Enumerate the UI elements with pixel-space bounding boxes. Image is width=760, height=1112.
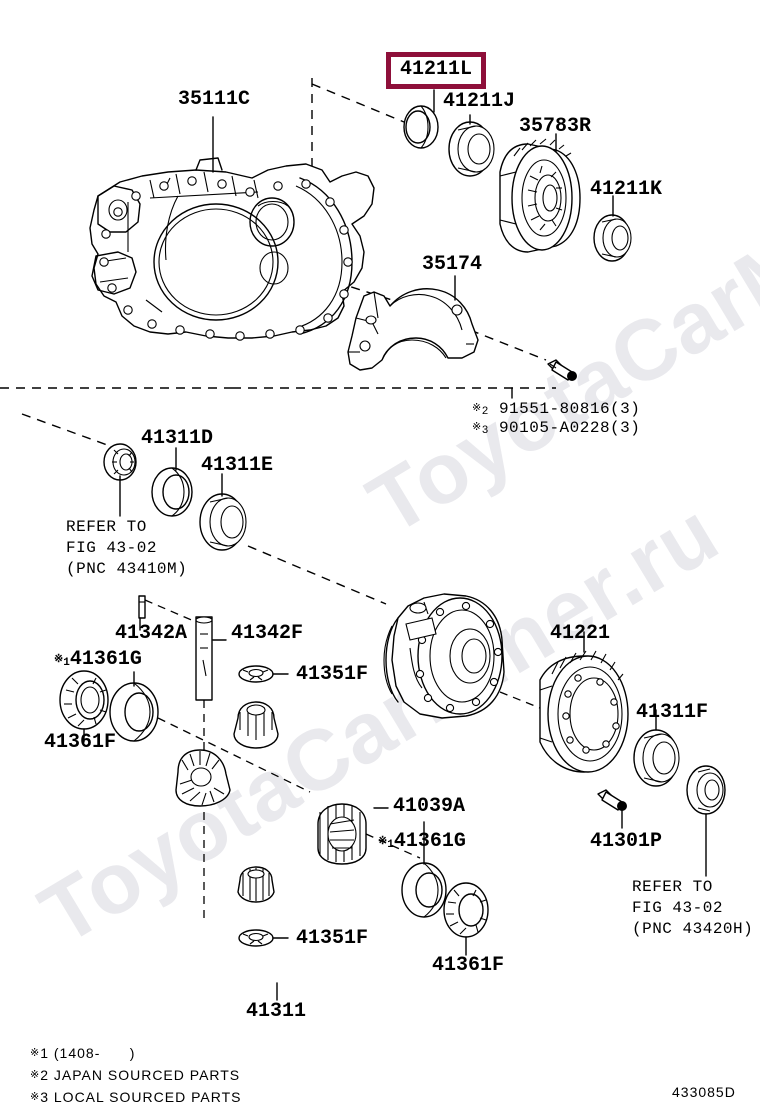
washer-41361F-left-art	[59, 670, 109, 730]
part-label-41351F-lower: 41351F	[296, 927, 369, 950]
washer-41361F-right-art	[443, 882, 489, 938]
part-label-41221: 41221	[550, 622, 611, 645]
part-label-41311F: 41311F	[636, 701, 709, 724]
part-label-41211J: 41211J	[443, 90, 516, 113]
diagram-code: 433085D	[672, 1084, 736, 1100]
bearing-41311E-art	[199, 493, 247, 551]
seal-refer-right-art	[686, 765, 726, 815]
gear-35783R-art	[499, 138, 581, 253]
bolt-note-3: ※3 90105-A0228(3)	[472, 419, 641, 437]
shaft-41342F-art	[195, 616, 213, 701]
part-label-41351F-upper: 41351F	[296, 663, 369, 686]
footnote-3: ※3 LOCAL SOURCED PARTS	[30, 1089, 242, 1105]
mark-1: 1	[63, 657, 70, 669]
bolt-note-2: ※2 91551-80816(3)	[472, 400, 641, 418]
part-label-41342A: 41342A	[115, 622, 188, 645]
mark-2: 2	[481, 406, 489, 418]
part-label-41039A: 41039A	[393, 795, 466, 818]
washer-41351F-upper-art	[238, 665, 274, 683]
part-label-35111C: 35111C	[178, 88, 251, 111]
washer-41361G-left-art	[109, 682, 159, 742]
gear-41039A-art	[317, 803, 367, 865]
housing-35111C-art	[89, 157, 375, 341]
bearing-41211J-art	[448, 121, 495, 177]
mark-1: 1	[387, 839, 394, 851]
washer-41361G-right-art	[401, 862, 447, 918]
seal-41211L-art	[403, 105, 439, 149]
part-label-35783R: 35783R	[519, 115, 592, 138]
part-label-41361G-right: ※141361G	[378, 830, 466, 853]
footnote-2: ※2 JAPAN SOURCED PARTS	[30, 1067, 241, 1083]
part-label-35174: 35174	[422, 253, 483, 276]
diff-case-art	[383, 593, 505, 719]
part-label-41361G-left: ※141361G	[54, 648, 142, 671]
part-label-41311D: 41311D	[141, 427, 214, 450]
washer-41351F-lower-art	[238, 929, 274, 947]
part-label-41301P: 41301P	[590, 830, 663, 853]
refer-to-right: REFER TO FIG 43-02 (PNC 43420H)	[632, 878, 754, 938]
side-gear-upper-art	[233, 701, 279, 749]
leader-lines	[83, 89, 707, 1001]
cover-35174-art	[347, 288, 479, 371]
refer-to-left: REFER TO FIG 43-02 (PNC 43410M)	[66, 518, 188, 578]
bearing-41311F-art	[633, 729, 680, 787]
part-label-41342F: 41342F	[231, 622, 304, 645]
washer-41311D-art	[151, 467, 193, 517]
part-label-41361F-right: 41361F	[432, 954, 505, 977]
seal-refer-left-art	[103, 443, 137, 481]
part-label-41211K: 41211K	[590, 178, 663, 201]
part-label-41211L-highlight: 41211L	[386, 52, 487, 89]
footnote-1: ※1 (1408- )	[30, 1045, 136, 1061]
part-label-41311E: 41311E	[201, 454, 274, 477]
ring-gear-41221-art	[539, 650, 629, 773]
side-gear-lower-art	[237, 866, 275, 903]
bolt-note-3-value: 90105-A0228(3)	[498, 419, 641, 437]
bolt-art-top	[547, 359, 577, 381]
bolt-note-2-value: 91551-80816(3)	[498, 400, 641, 418]
pin-41342A-art	[138, 595, 146, 619]
mark-3: 3	[481, 425, 489, 437]
part-label-41211L: 41211L	[400, 58, 473, 81]
pinion-gear-left-art	[175, 749, 231, 807]
part-label-41311: 41311	[246, 1000, 307, 1023]
part-label-41361F-left: 41361F	[44, 731, 117, 754]
bearing-41211K-art	[593, 214, 632, 262]
